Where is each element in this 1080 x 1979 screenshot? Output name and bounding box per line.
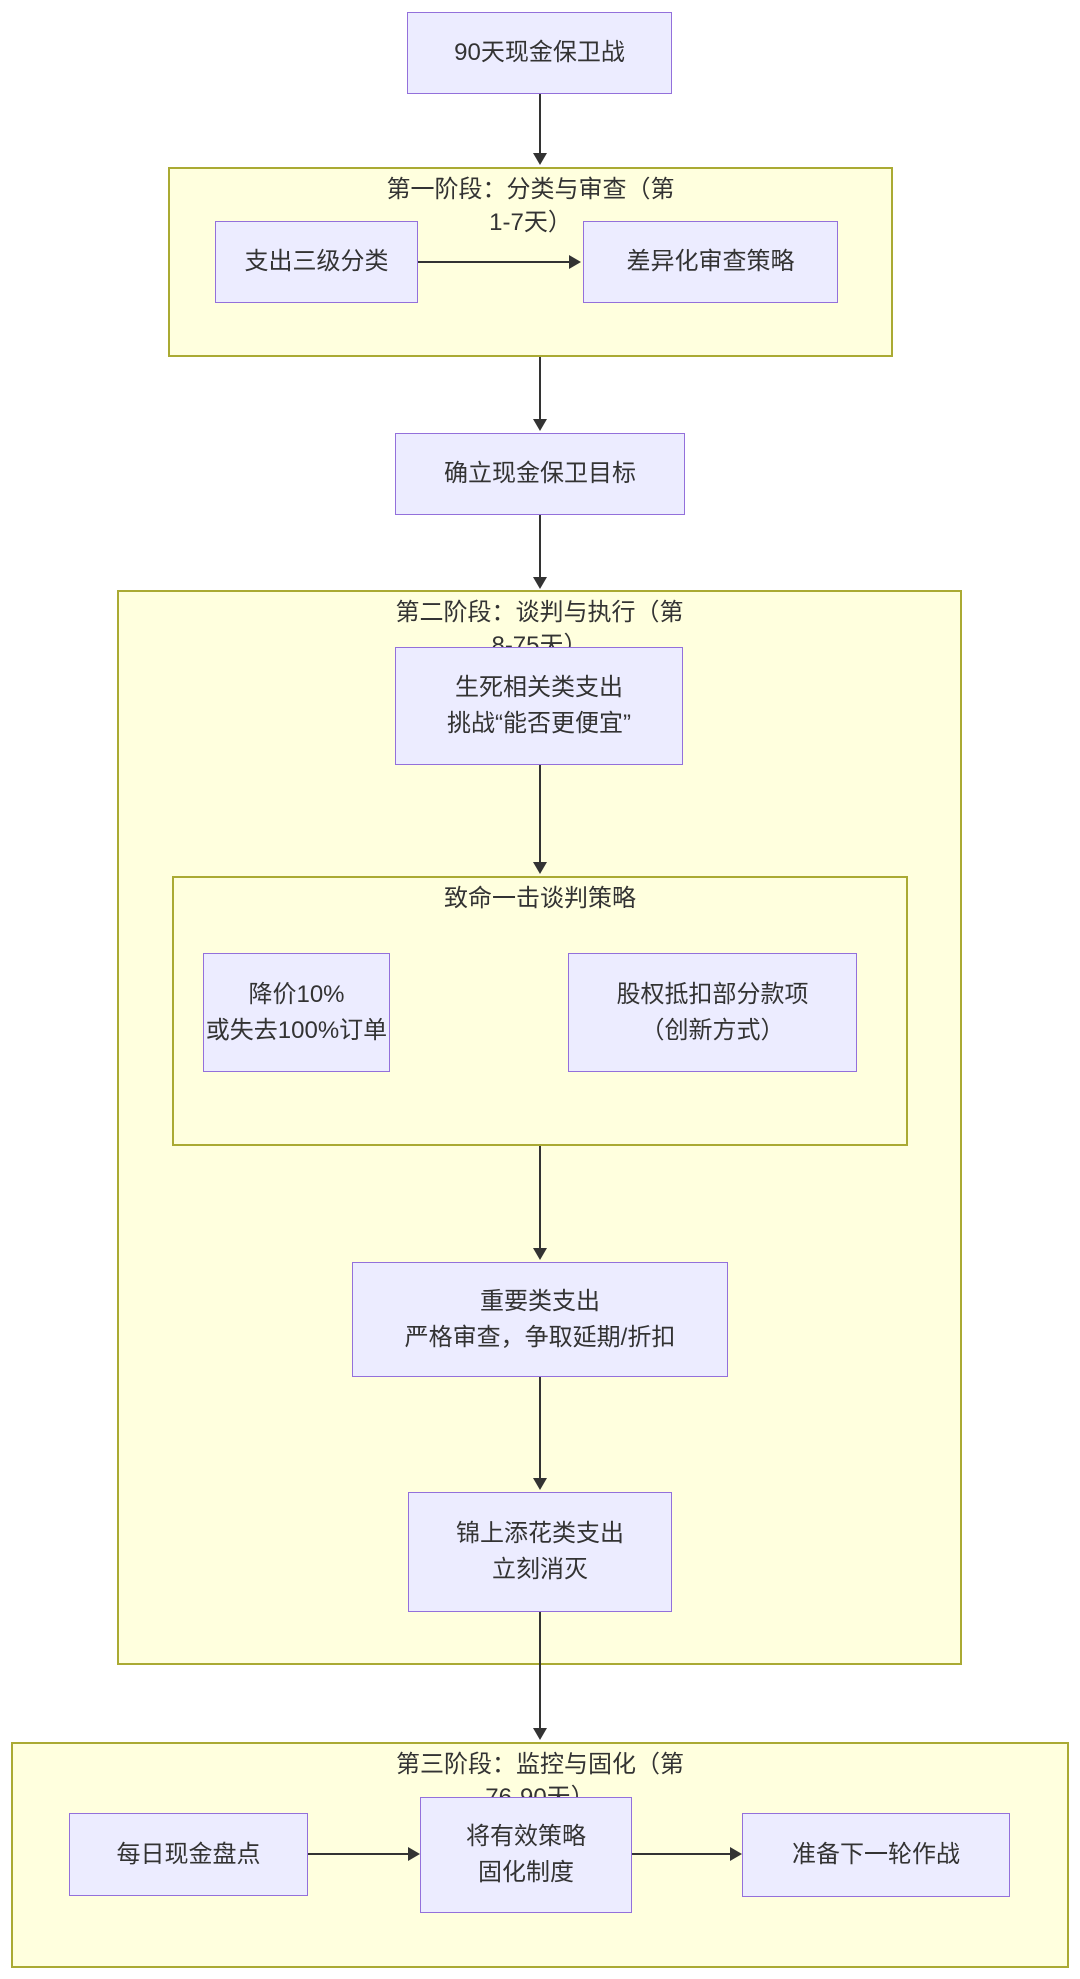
stage3-title-line1: 第三阶段：监控与固化（第 — [396, 1751, 684, 1778]
node-expense-classification-label: 支出三级分类 — [244, 248, 389, 275]
arrow-cosmetic-to-stage3 — [533, 1612, 547, 1740]
stage3-title: 第三阶段：监控与固化（第 76-90天） — [11, 1748, 1069, 1814]
node-price-cut-line1: 降价10% — [248, 980, 345, 1008]
stage1-title-line2: 1-7天） — [489, 209, 572, 236]
arrow-solidify-to-next — [632, 1847, 742, 1861]
node-critical-spend: 生死相关类支出 挑战“能否更便宜” — [395, 647, 683, 765]
arrow-battle-to-stage1 — [533, 94, 547, 165]
node-important-spend-line1: 重要类支出 — [480, 1287, 600, 1315]
node-equity-offset-line1: 股权抵扣部分款项 — [616, 980, 809, 1008]
arrow-classify-to-review — [418, 255, 581, 269]
arrow-critical-to-strategy — [533, 765, 547, 874]
stage1-title: 第一阶段：分类与审查（第 1-7天） — [168, 173, 893, 239]
node-differentiated-review-label: 差异化审查策略 — [626, 248, 795, 275]
arrow-important-to-cosmetic — [533, 1377, 547, 1490]
stage2-title: 第二阶段：谈判与执行（第 8-75天） — [117, 596, 962, 662]
node-next-round-label: 准备下一轮作战 — [792, 1841, 960, 1868]
node-critical-spend-line2: 挑战“能否更便宜” — [447, 710, 631, 737]
node-equity-offset: 股权抵扣部分款项 （创新方式） — [568, 953, 857, 1072]
node-critical-spend-line1: 生死相关类支出 — [455, 674, 623, 701]
node-90day-cash-battle-label: 90天现金保卫战 — [454, 39, 625, 66]
node-nice-to-have-spend-line1: 锦上添花类支出 — [456, 1520, 624, 1547]
node-cash-defense-goal: 确立现金保卫目标 — [395, 433, 685, 515]
arrow-strategy-to-important — [533, 1146, 547, 1260]
node-price-cut-line2: 或失去100%订单 — [205, 1016, 388, 1044]
stage1-title-line1: 第一阶段：分类与审查（第 — [386, 176, 675, 203]
node-next-round: 准备下一轮作战 — [742, 1813, 1010, 1897]
arrow-goal-to-stage2 — [533, 515, 547, 589]
strategy-title-line1: 致命一击谈判策略 — [444, 885, 636, 912]
arrow-stage1-to-goal — [533, 357, 547, 431]
arrow-daily-to-solidify — [308, 1847, 420, 1861]
node-price-cut: 降价10% 或失去100%订单 — [203, 953, 390, 1072]
node-cash-defense-goal-label: 确立现金保卫目标 — [444, 460, 636, 487]
node-nice-to-have-spend: 锦上添花类支出 立刻消灭 — [408, 1492, 672, 1612]
stage2-title-line1: 第二阶段：谈判与执行（第 — [395, 599, 684, 626]
node-daily-cash-count-label: 每日现金盘点 — [116, 1840, 261, 1868]
node-daily-cash-count: 每日现金盘点 — [69, 1813, 308, 1896]
node-solidify-strategy-line2: 固化制度 — [478, 1859, 574, 1886]
node-differentiated-review: 差异化审查策略 — [583, 221, 838, 303]
strategy-title: 致命一击谈判策略 — [172, 882, 908, 915]
node-important-spend: 重要类支出 严格审查，争取延期/折扣 — [352, 1262, 728, 1377]
node-expense-classification: 支出三级分类 — [215, 221, 418, 303]
node-solidify-strategy: 将有效策略 固化制度 — [420, 1797, 632, 1913]
node-nice-to-have-spend-line2: 立刻消灭 — [492, 1556, 588, 1583]
node-equity-offset-line2: （创新方式） — [640, 1016, 785, 1044]
node-solidify-strategy-line1: 将有效策略 — [466, 1823, 586, 1850]
node-important-spend-line2: 严格审查，争取延期/折扣 — [404, 1323, 676, 1351]
node-90day-cash-battle: 90天现金保卫战 — [407, 12, 672, 94]
